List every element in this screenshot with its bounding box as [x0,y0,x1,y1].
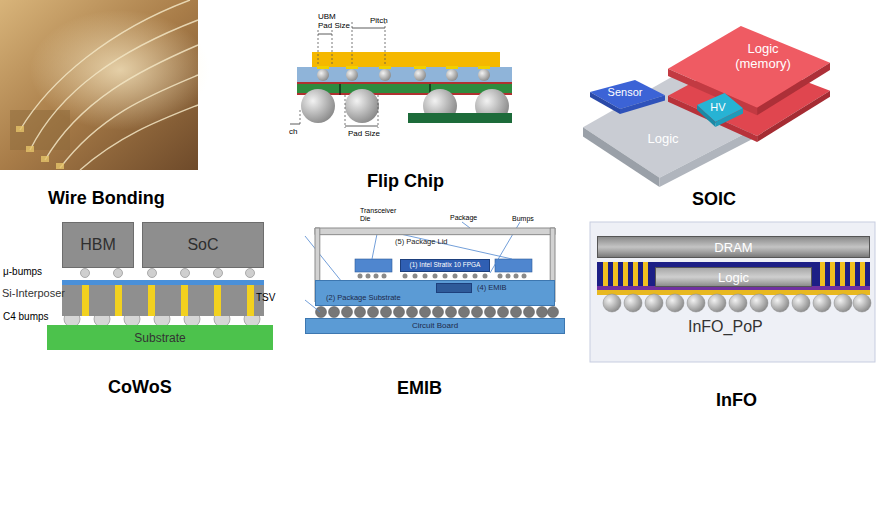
callout-label: μ-bumps [3,266,42,278]
callout-label: Package [450,214,477,222]
node-label: SoC [143,223,263,267]
circuit-board: Circuit Board [305,318,565,334]
callout-label: UBM Pad Size [318,12,351,30]
callout-label: Bumps [512,215,534,223]
fpga-die: (1) Intel Stratix 10 FPGA [400,259,490,272]
node-label: (4) EMIB [477,284,507,293]
memory-logic-die: Logic (memory) [668,20,830,142]
callout-label: Transceiver Die [360,207,406,223]
node-label: (1) Intel Stratix 10 FPGA [401,260,489,271]
figure-caption: SOIC [692,189,736,210]
memory-logic-die-outline [668,20,830,142]
callout-label: Pitch [370,16,388,25]
wire-bonding-photo [0,0,210,170]
si-interposer: Si-Interposer [62,280,264,316]
node-label: HBM [63,223,133,267]
figure-caption: Flip Chip [367,171,444,192]
figure-caption: EMIB [397,378,442,399]
figure-caption: Wire Bonding [48,188,165,209]
callout-label: C4 bumps [3,311,49,323]
node-label: Sensor [600,86,650,99]
node-label: Logic [656,268,811,286]
node-label: (5) Package Lid [395,238,448,247]
callout-label: InFO_PoP [688,318,763,336]
logic-die: Logic [655,267,812,287]
sensor-die: Sensor [590,80,665,114]
callout-label: Pad Size [348,129,380,138]
figure-caption: InFO [716,390,757,411]
emib-bridge: (4) EMIB [436,283,472,293]
emib-illustration [305,222,559,318]
node-label: Logic [633,132,693,147]
node-label: Substrate [47,325,273,350]
emib-package-substrate: (2) Package Substrate (4) EMIB [315,280,555,306]
node-label: Circuit Board [306,319,564,333]
node-label: DRAM [598,237,869,257]
package-substrate: Substrate [47,325,273,350]
node-label: (2) Package Substrate [326,294,401,303]
figure-caption: CoWoS [108,377,172,398]
dram-die: DRAM [597,236,870,258]
node-label: Si-Interposer [2,287,65,300]
callout-label: TSV [256,292,275,304]
hv-die: HV [697,93,743,127]
info-illustration [590,222,875,362]
hbm-die: HBM [62,222,134,268]
node-label: Logic (memory) [728,42,798,72]
flip-chip-illustration [290,22,512,128]
soc-die: SoC [142,222,264,268]
callout-label: ch [289,127,297,136]
node-label: HV [701,101,735,114]
